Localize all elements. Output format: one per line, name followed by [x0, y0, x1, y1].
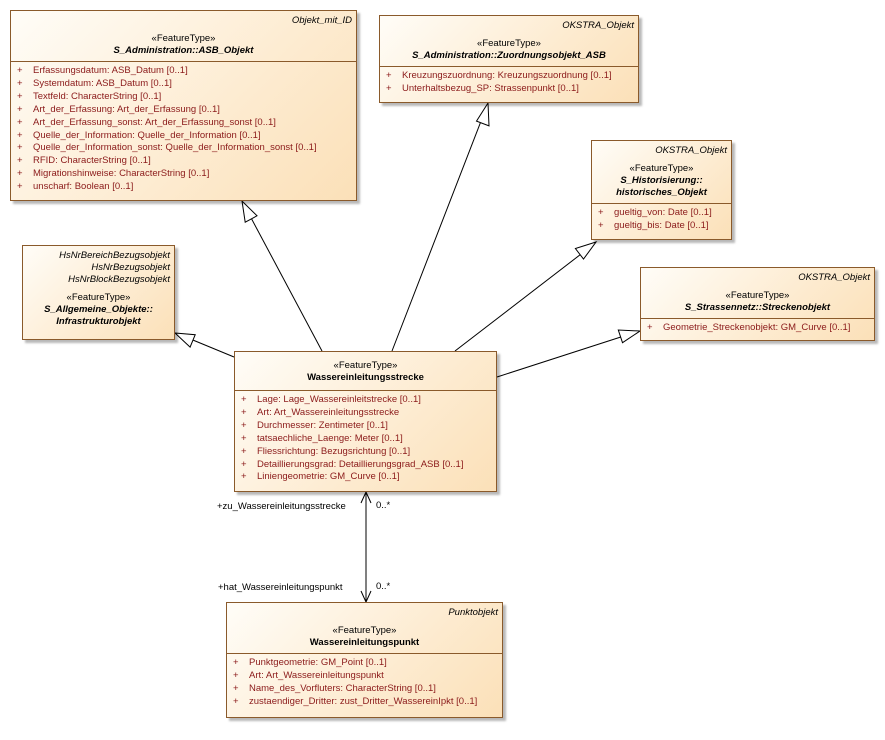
generalization-arrowhead-streckenobjekt: [617, 329, 642, 344]
attribute-row: +Art: Art_Wassereinleitungsstrecke: [241, 406, 400, 418]
class-header: Objekt_mit_ID «FeatureType» S_Administra…: [11, 11, 356, 62]
class-name: S_Administration::ASB_Objekt: [113, 45, 254, 56]
generalization-arrowhead-asb: [241, 199, 258, 223]
attribute-row: +Art: Art_Wassereinleitungspunkt: [233, 669, 384, 681]
attribute-row: +RFID: CharacterString [0..1]: [17, 155, 151, 167]
association-role-top: +zu_Wassereinleitungsstrecke: [217, 501, 346, 512]
class-wassereinleitungsstrecke[interactable]: «FeatureType» Wassereinleitungsstrecke +…: [234, 351, 497, 492]
generalization-arrowhead-infrastruktur: [173, 332, 196, 348]
stereotype-label: «FeatureType»: [477, 38, 541, 49]
stereotype-label: «FeatureType»: [151, 33, 216, 44]
attribute-row: +Textfeld: CharacterString [0..1]: [17, 90, 162, 102]
attribute-list: +Lage: Lage_Wassereinleitstrecke [0..1] …: [235, 391, 496, 487]
class-streckenobjekt[interactable]: OKSTRA_Objekt «FeatureType» S_Strassenne…: [640, 267, 875, 341]
attribute-row: +Quelle_der_Information_sonst: Quelle_de…: [17, 142, 317, 154]
attribute-row: +Fliessrichtung: Bezugsrichtung [0..1]: [241, 445, 411, 457]
attribute-row: +gueltig_bis: Date [0..1]: [598, 219, 709, 231]
generalization-zuordnungsobjekt: [391, 115, 484, 352]
attribute-row: +zustaendiger_Dritter: zust_Dritter_Wass…: [233, 695, 478, 707]
class-header: HsNrBereichBezugsobjekt HsNrBezugsobjekt…: [23, 246, 174, 332]
association-multiplicity-bottom: 0..*: [376, 581, 391, 592]
attribute-row: +Geometrie_Streckenobjekt: GM_Curve [0..…: [647, 322, 851, 333]
class-header: OKSTRA_Objekt «FeatureType» S_Strassenne…: [641, 268, 874, 319]
generalization-infrastruktur: [187, 337, 235, 358]
stereotype-label: «FeatureType»: [66, 292, 131, 303]
generalization-streckenobjekt: [496, 334, 628, 378]
parent-class-name: OKSTRA_Objekt: [655, 145, 727, 156]
class-asb-objekt[interactable]: Objekt_mit_ID «FeatureType» S_Administra…: [10, 10, 357, 201]
attribute-row: +tatsaechliche_Laenge: Meter [0..1]: [241, 432, 403, 444]
attribute-row: +Art_der_Erfassung: Art_der_Erfassung [0…: [17, 103, 220, 115]
class-infrastrukturobjekt[interactable]: HsNrBereichBezugsobjekt HsNrBezugsobjekt…: [22, 245, 175, 340]
class-name-namespace: S_Allgemeine_Objekte::: [44, 304, 153, 315]
attribute-row: +Systemdatum: ASB_Datum [0..1]: [17, 77, 172, 89]
attribute-row: +Name_des_Vorfluters: CharacterString [0…: [233, 682, 436, 694]
attribute-row: +Art_der_Erfassung_sonst: Art_der_Erfass…: [17, 116, 276, 128]
stereotype-label: «FeatureType»: [333, 360, 398, 371]
parent-class-name: Objekt_mit_ID: [291, 15, 352, 26]
association-role-bottom: +hat_Wassereinleitungspunkt: [218, 582, 343, 593]
class-wassereinleitungspunkt[interactable]: Punktobjekt «FeatureType» Wassereinleitu…: [226, 602, 503, 718]
class-name-namespace: S_Historisierung::: [620, 175, 703, 186]
stereotype-label: «FeatureType»: [332, 625, 397, 636]
attribute-row: +Lage: Lage_Wassereinleitstrecke [0..1]: [241, 394, 421, 405]
generalization-asb-objekt: [248, 213, 323, 352]
attribute-row: +Punktgeometrie: GM_Point [0..1]: [233, 657, 387, 668]
parent-class-name: OKSTRA_Objekt: [798, 272, 870, 283]
attribute-list: +Geometrie_Streckenobjekt: GM_Curve [0..…: [641, 319, 874, 338]
parent-class-name: HsNrBlockBezugsobjekt: [68, 274, 170, 285]
attribute-row: +unscharf: Boolean [0..1]: [17, 181, 134, 193]
class-header: Punktobjekt «FeatureType» Wassereinleitu…: [227, 603, 502, 654]
attribute-row: +Migrationshinweise: CharacterString [0.…: [17, 168, 210, 180]
parent-class-name: HsNrBereichBezugsobjekt: [59, 250, 170, 261]
class-historisches-objekt[interactable]: OKSTRA_Objekt «FeatureType» S_Historisie…: [591, 140, 732, 240]
attribute-row: +Unterhaltsbezug_SP: Strassenpunkt [0..1…: [386, 82, 579, 94]
attribute-list: +Punktgeometrie: GM_Point [0..1] +Art: A…: [227, 654, 502, 712]
class-header: «FeatureType» Wassereinleitungsstrecke: [235, 352, 496, 391]
class-header: OKSTRA_Objekt «FeatureType» S_Historisie…: [592, 141, 731, 204]
parent-class-name: Punktobjekt: [448, 607, 498, 618]
class-name: S_Strassennetz::Streckenobjekt: [684, 302, 831, 313]
attribute-row: +Liniengeometrie: GM_Curve [0..1]: [241, 471, 400, 483]
association-multiplicity-top: 0..*: [376, 500, 391, 511]
attribute-list: +Kreuzungszuordnung: Kreuzungszuordnung …: [380, 67, 638, 99]
attribute-row: +Erfassungsdatum: ASB_Datum [0..1]: [17, 65, 188, 76]
attribute-row: +Detaillierungsgrad: Detaillierungsgrad_…: [241, 458, 464, 470]
attribute-row: +gueltig_von: Date [0..1]: [598, 207, 712, 218]
attribute-row: +Durchmesser: Zentimeter [0..1]: [241, 419, 388, 431]
attribute-row: +Kreuzungszuordnung: Kreuzungszuordnung …: [386, 70, 612, 81]
parent-class-name: HsNrBezugsobjekt: [91, 262, 170, 273]
stereotype-label: «FeatureType»: [629, 163, 694, 174]
attribute-list: +gueltig_von: Date [0..1] +gueltig_bis: …: [592, 204, 731, 236]
generalization-arrowhead-historisches: [574, 241, 598, 260]
class-name: historisches_Objekt: [616, 187, 707, 198]
class-header: OKSTRA_Objekt «FeatureType» S_Administra…: [380, 16, 638, 67]
stereotype-label: «FeatureType»: [725, 290, 790, 301]
generalization-historisches: [454, 250, 586, 352]
class-name: S_Administration::Zuordnungsobjekt_ASB: [412, 50, 606, 61]
parent-class-name: OKSTRA_Objekt: [562, 20, 634, 31]
class-name: Wassereinleitungsstrecke: [307, 372, 424, 383]
attribute-row: +Quelle_der_Information: Quelle_der_Info…: [17, 129, 261, 141]
attribute-list: +Erfassungsdatum: ASB_Datum [0..1] +Syst…: [11, 62, 356, 197]
association-arrow-top: [360, 490, 372, 504]
class-name: Wassereinleitungspunkt: [309, 637, 420, 648]
class-zuordnungsobjekt-asb[interactable]: OKSTRA_Objekt «FeatureType» S_Administra…: [379, 15, 639, 103]
generalization-arrowhead-zuordnung: [475, 101, 490, 127]
class-name: Infrastrukturobjekt: [56, 316, 141, 327]
